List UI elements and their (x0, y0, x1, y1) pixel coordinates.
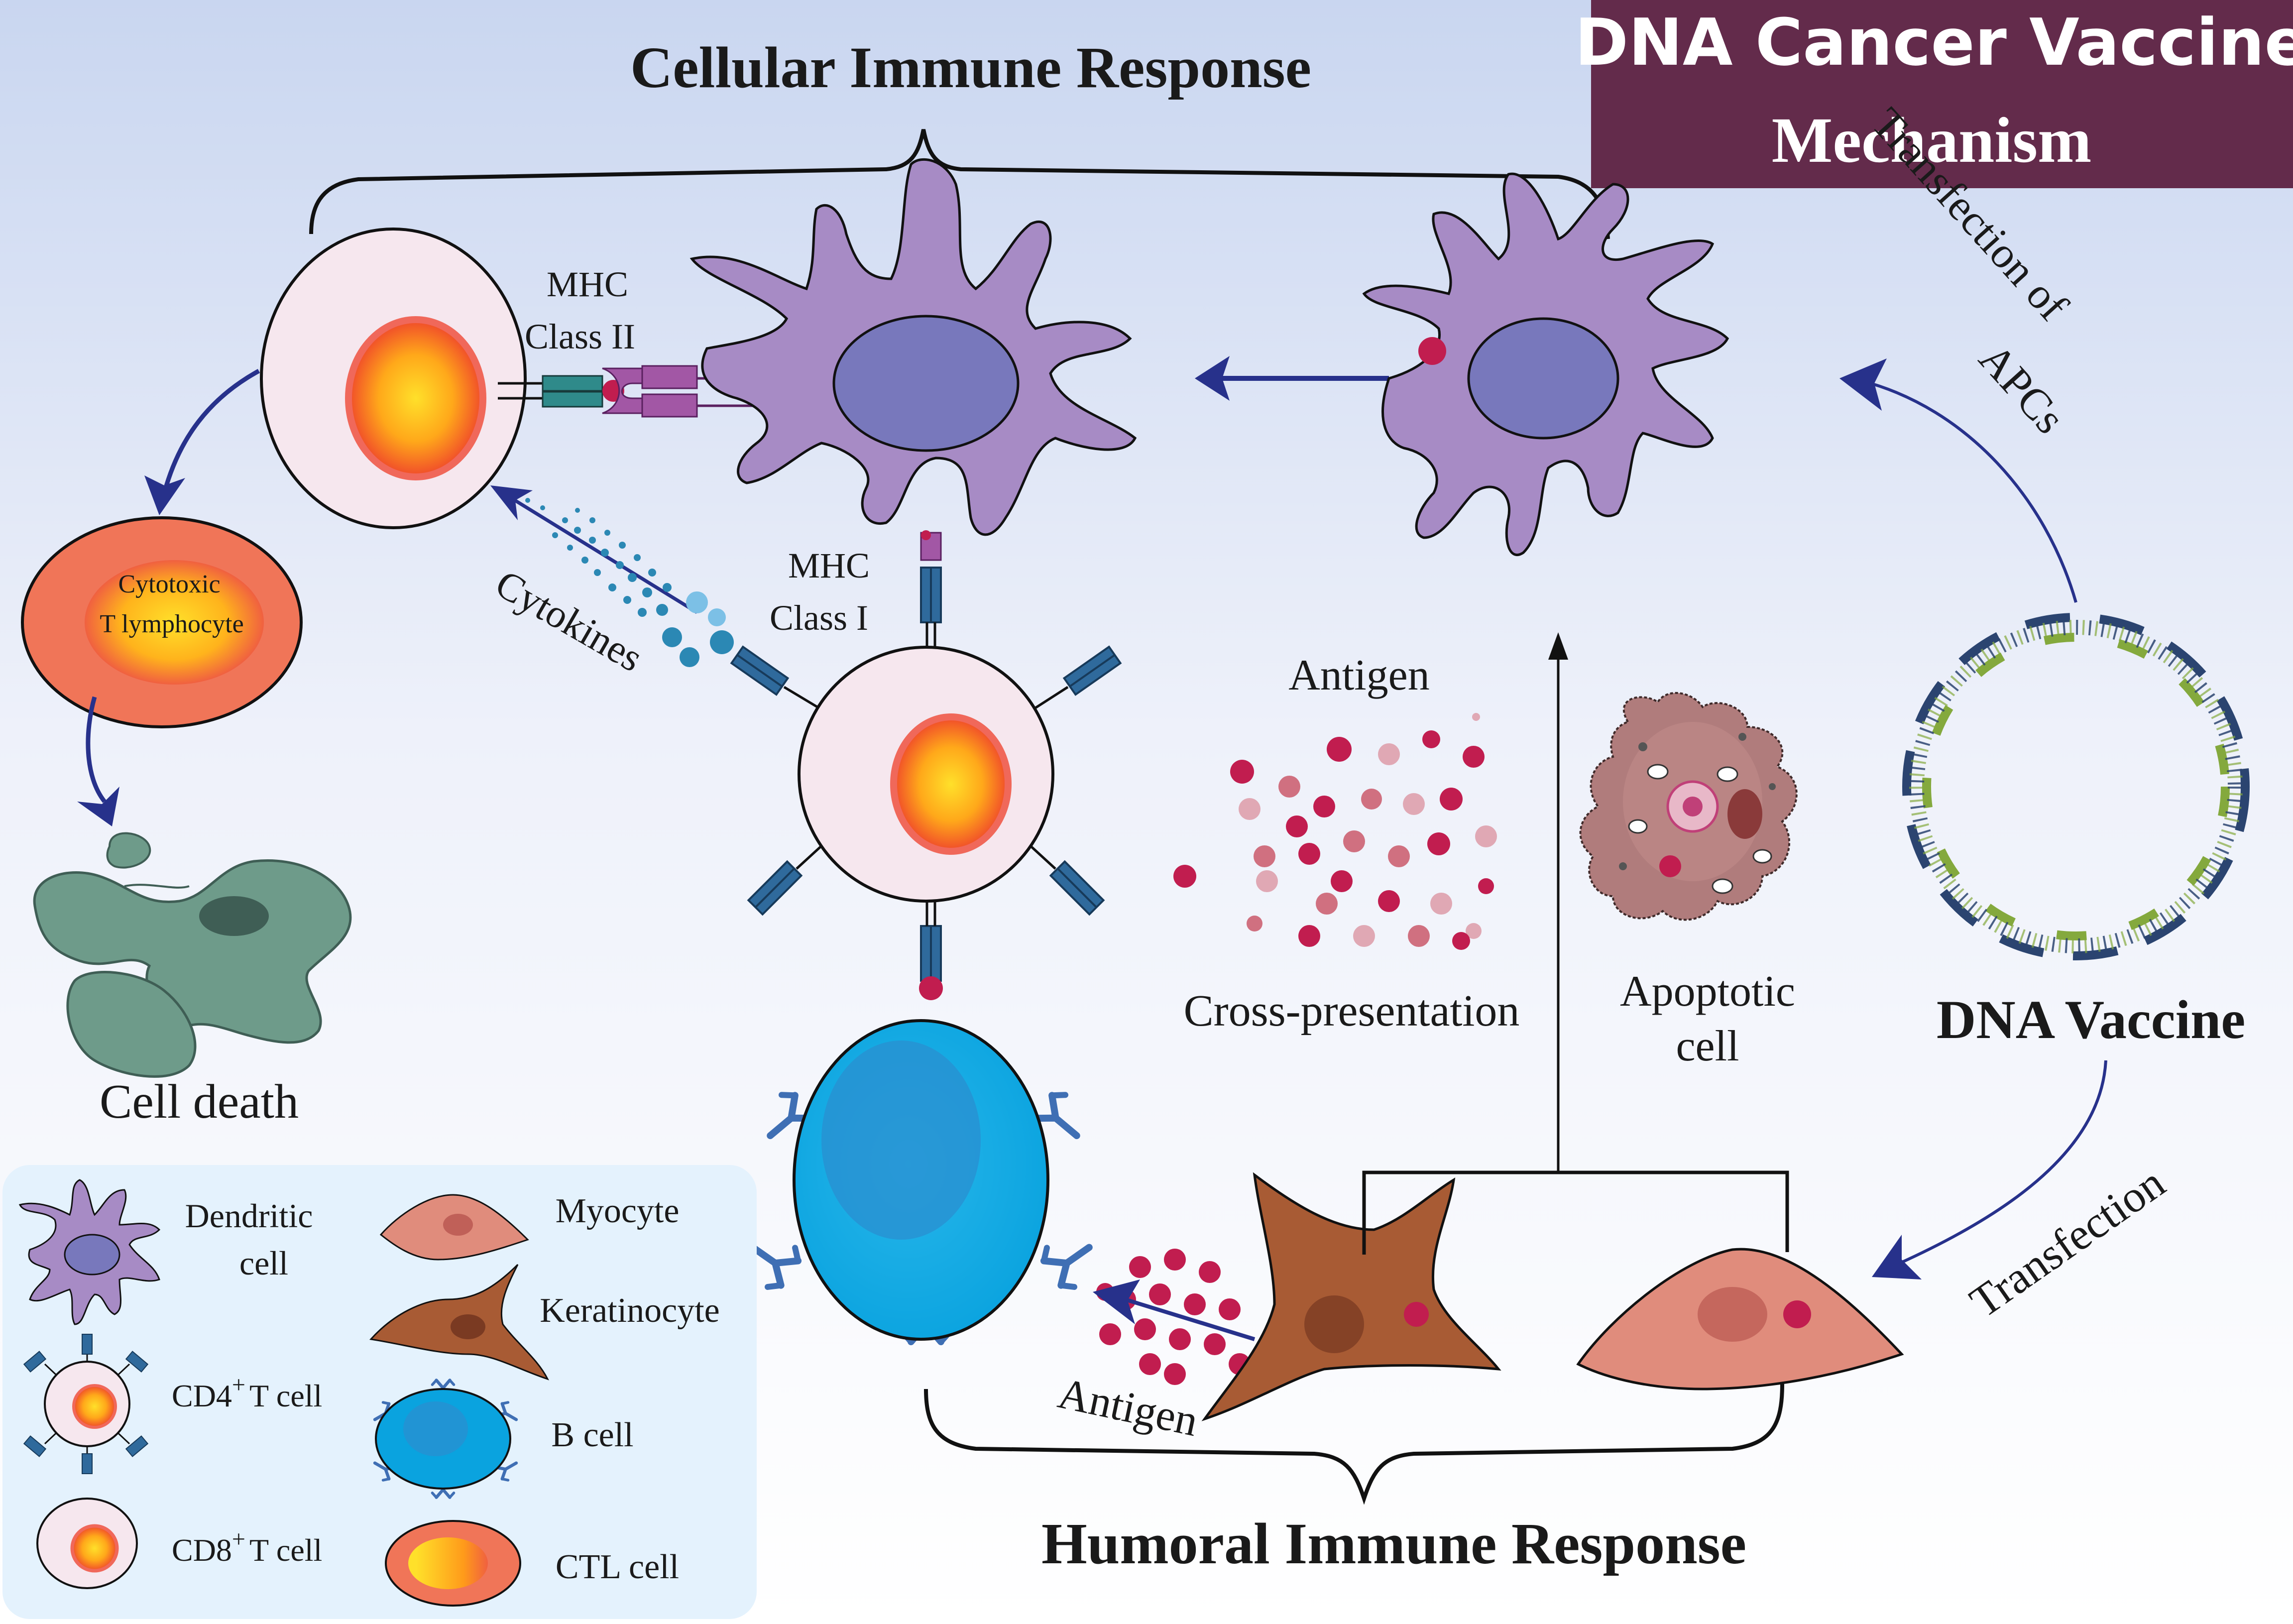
legend-ctl-icon (385, 1520, 521, 1607)
mhc-class-ii-label-line1: MHC (547, 264, 628, 304)
b-cell (739, 1019, 1103, 1342)
apoptotic-label-line1: Apoptotic (1620, 967, 1795, 1016)
legend-ctl-label: CTL cell (556, 1548, 679, 1586)
legend-cd4-icon (23, 1334, 149, 1474)
title-line1: DNA Cancer Vaccine (1575, 4, 2293, 80)
cd8-t-cell-center (730, 567, 1122, 1000)
legend-panel: Dendritic cell CD4+T cell CD8+T cell (2, 1165, 757, 1619)
cellular-response-heading: Cellular Immune Response (630, 35, 1311, 100)
humoral-response-brace (924, 1384, 1784, 1505)
antigen-bottom-cluster (1093, 1249, 1256, 1385)
transfection-apcs-arrowhead (1839, 358, 1887, 411)
ctl-label-line1: Cytotoxic (118, 570, 220, 598)
cells-bracket (1362, 1170, 1789, 1255)
up-arrowhead (1548, 632, 1568, 660)
legend-myocyte-icon (379, 1194, 529, 1261)
cytokine-particles (490, 485, 734, 667)
mhc-class-ii-label-line2: Class II (525, 317, 635, 356)
legend-keratinocyte-label: Keratinocyte (540, 1291, 719, 1330)
legend-cd4-label: CD4+T cell (172, 1372, 322, 1413)
myocyte-cell (1576, 1248, 1904, 1391)
dendritic-cell-transfected (1362, 172, 1729, 557)
legend-cd4-rest: T cell (249, 1378, 322, 1413)
title-line2: Mechanism (1772, 105, 2092, 176)
mhc-class-i-complex (920, 530, 942, 561)
legend-cd8-icon (36, 1498, 138, 1589)
ctl-label-line2: T lymphocyte (100, 610, 243, 638)
legend-cd4-superscript: + (232, 1372, 245, 1398)
dna-vaccine-label: DNA Vaccine (1937, 989, 2245, 1050)
cross-presentation-label: Cross-presentation (1184, 986, 1520, 1036)
cell-death-fragments (33, 832, 352, 1078)
mhc-class-i-label-line2: Class I (770, 598, 868, 638)
legend-cd4-name: CD4 (172, 1378, 232, 1413)
cellular-response-brace (309, 129, 1610, 239)
apoptotic-label-line2: cell (1676, 1022, 1739, 1070)
legend-keratinocyte-icon (369, 1264, 549, 1381)
cell-death-label: Cell death (100, 1075, 299, 1129)
ctl-to-death-arrowhead (77, 787, 119, 826)
humoral-response-heading: Humoral Immune Response (1041, 1511, 1746, 1576)
legend-myocyte-label: Myocyte (556, 1192, 680, 1230)
cd4-t-cell-large (260, 228, 527, 529)
legend-b-cell-icon (369, 1380, 522, 1498)
transfection-apcs-arrow (1861, 379, 2077, 603)
ctl-to-death-arrow (86, 696, 107, 803)
cytotoxic-t-lymphocyte: Cytotoxic T lymphocyte (21, 516, 303, 728)
legend-dendritic-icon (18, 1179, 161, 1325)
legend-b-cell-label: B cell (551, 1416, 633, 1454)
dendritic-cell-center (689, 158, 1137, 536)
keratinocyte-cell (1201, 1172, 1501, 1421)
legend-cd8-label: CD8+T cell (172, 1526, 322, 1568)
legend-dendritic-label-line2: cell (239, 1244, 288, 1282)
dc-to-dc-arrowhead (1195, 356, 1230, 401)
apoptotic-cell (1579, 692, 1798, 921)
mhc-class-i-label-line1: MHC (788, 546, 870, 585)
tcell-to-ctl-arrowhead (144, 475, 185, 515)
legend-dendritic-label-line1: Dendritic (185, 1197, 313, 1235)
dna-vaccine-plasmid (1902, 613, 2250, 960)
title-box: DNA Cancer Vaccine Mechanism (1575, 0, 2293, 188)
transfection-arrow (1896, 1060, 2107, 1266)
legend-cd8-name: CD8 (172, 1532, 232, 1568)
antigen-top-label: Antigen (1288, 651, 1430, 699)
legend-cd8-superscript: + (232, 1526, 245, 1552)
legend-cd8-rest: T cell (249, 1532, 322, 1568)
antigen-top-cluster (1173, 713, 1497, 950)
tcell-to-ctl-arrow (162, 369, 260, 494)
transfection-arrowhead (1872, 1235, 1922, 1279)
